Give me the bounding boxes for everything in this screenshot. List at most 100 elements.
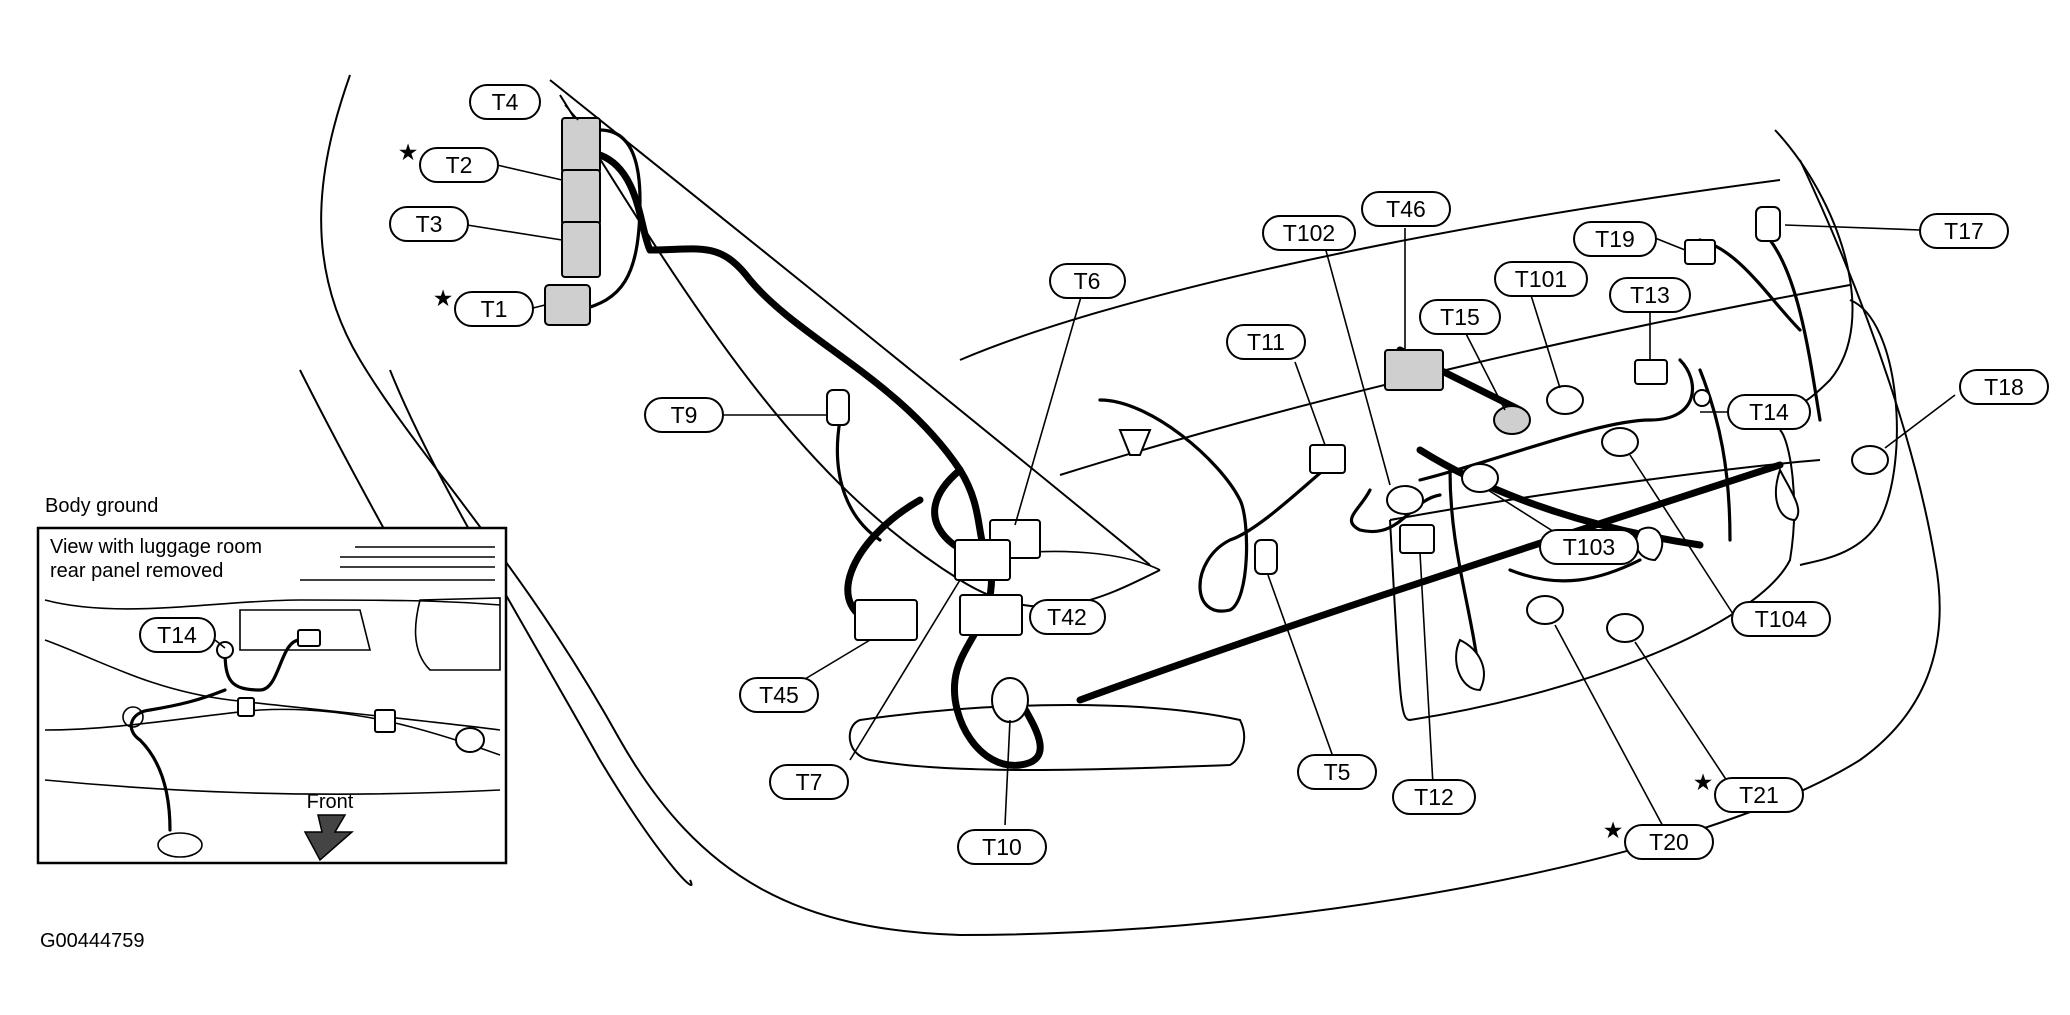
connector-t45-shape	[854, 599, 918, 641]
label-t2: T2	[446, 152, 473, 178]
callout-t46: T46	[1361, 191, 1451, 227]
connector-t103-shape	[1461, 463, 1499, 493]
star-t2: ★	[398, 139, 419, 165]
connector-t13-shape	[1634, 359, 1668, 385]
inset-frame	[36, 526, 508, 865]
connector-t4-shape	[561, 117, 601, 174]
label-t6: T6	[1074, 268, 1101, 294]
label-t11: T11	[1247, 329, 1285, 355]
star-t20: ★	[1603, 817, 1624, 843]
callout-t45: T45	[739, 677, 819, 713]
connector-t19-shape	[1684, 239, 1716, 265]
connector-t7-shape	[954, 539, 1011, 581]
label-t10: T10	[982, 834, 1022, 860]
callout-t19: T19	[1573, 221, 1657, 257]
callout-t21: ★ T21	[1693, 769, 1804, 813]
callout-t9: T9	[644, 397, 724, 433]
label-t104: T104	[1755, 606, 1808, 632]
leader-lines	[466, 104, 1956, 831]
body-ground-inset: Body ground View with luggage room rear …	[36, 495, 508, 865]
callout-t102: T102	[1262, 215, 1356, 251]
callout-t12: T12	[1392, 779, 1476, 815]
callout-t3: T3	[389, 206, 469, 242]
callout-t13: T13	[1609, 277, 1691, 313]
connector-t12-shape	[1399, 524, 1435, 554]
label-t17: T17	[1944, 218, 1984, 244]
connector-t104-shape	[1601, 427, 1639, 457]
label-t14: T14	[1749, 399, 1789, 425]
callout-t10: T10	[957, 829, 1047, 865]
callout-t42: T42	[1029, 599, 1106, 635]
connector-shapes	[544, 117, 1889, 723]
label-t20: T20	[1649, 829, 1689, 855]
label-t13: T13	[1630, 282, 1670, 308]
connector-t3-shape	[561, 221, 601, 278]
label-t3: T3	[416, 211, 443, 237]
callout-t2: ★ T2	[398, 139, 499, 183]
socket-shape	[1775, 467, 1800, 522]
label-t15: T15	[1440, 304, 1480, 330]
callout-t18: T18	[1959, 369, 2049, 405]
label-t102: T102	[1283, 220, 1335, 246]
connector-t10-shape	[991, 677, 1029, 723]
callout-t11: T11	[1226, 324, 1306, 360]
inset-drawing	[44, 546, 501, 858]
inset-title: Body ground	[45, 495, 158, 517]
label-t12: T12	[1414, 784, 1454, 810]
wire-harness	[578, 128, 1822, 769]
connector-t5-shape	[1254, 539, 1278, 575]
callouts: T4 ★ T2 T3 ★ T1 T9 T6 T42 T	[389, 84, 2049, 865]
connector-t18-shape	[1851, 445, 1889, 475]
label-t7: T7	[796, 769, 823, 795]
callout-t5: T5	[1297, 754, 1377, 790]
callout-t14: T14	[1727, 394, 1811, 430]
front-arrow-icon	[303, 814, 354, 862]
connector-t15-shape	[1493, 405, 1531, 435]
callout-t17: T17	[1919, 213, 2009, 249]
label-t42: T42	[1047, 604, 1087, 630]
grommet-shape	[1118, 429, 1152, 456]
callout-t7: T7	[769, 764, 849, 800]
label-t101: T101	[1515, 266, 1567, 292]
callout-t4: T4	[469, 84, 541, 120]
star-t1: ★	[433, 285, 454, 311]
connector-t102-shape	[1386, 485, 1424, 515]
label-t18: T18	[1984, 374, 2024, 400]
label-t21: T21	[1739, 782, 1779, 808]
connector-t101-shape	[1546, 385, 1584, 415]
connector-t1-shape	[544, 284, 591, 326]
callout-t103: T103	[1539, 529, 1639, 565]
connector-t17-shape	[1755, 206, 1781, 242]
label-t1: T1	[481, 296, 508, 322]
label-t46: T46	[1386, 196, 1426, 222]
label-t19: T19	[1595, 226, 1635, 252]
connector-t11-shape	[1309, 444, 1346, 474]
star-t21: ★	[1693, 769, 1714, 795]
socket-shape	[1635, 526, 1664, 562]
callout-t6: T6	[1049, 263, 1126, 299]
label-t9: T9	[671, 402, 698, 428]
inset-caption-line2: rear panel removed	[50, 560, 223, 582]
label-t5: T5	[1324, 759, 1351, 785]
connector-t46-shape	[1384, 349, 1444, 391]
callout-t101: T101	[1494, 261, 1588, 297]
label-t45: T45	[759, 682, 799, 708]
inset-caption-line1: View with luggage room	[50, 536, 262, 558]
connector-t20-shape	[1526, 595, 1564, 625]
callout-t104: T104	[1731, 601, 1831, 637]
connector-t9-shape	[826, 389, 850, 426]
label-t14-inset: T14	[157, 622, 197, 648]
car-body-outline	[299, 74, 1941, 937]
label-t103: T103	[1563, 534, 1615, 560]
figure-id: G00444759	[40, 930, 145, 952]
callout-t15: T15	[1419, 299, 1501, 335]
socket-shape	[1455, 638, 1485, 692]
callout-t1: ★ T1	[433, 285, 534, 327]
connector-t21-shape	[1606, 613, 1644, 643]
callout-t20: ★ T20	[1603, 817, 1714, 860]
connector-t14-shape	[1693, 389, 1711, 407]
connector-t2-shape	[561, 169, 601, 226]
front-label: Front	[307, 791, 354, 813]
connector-t42-shape	[959, 594, 1023, 636]
